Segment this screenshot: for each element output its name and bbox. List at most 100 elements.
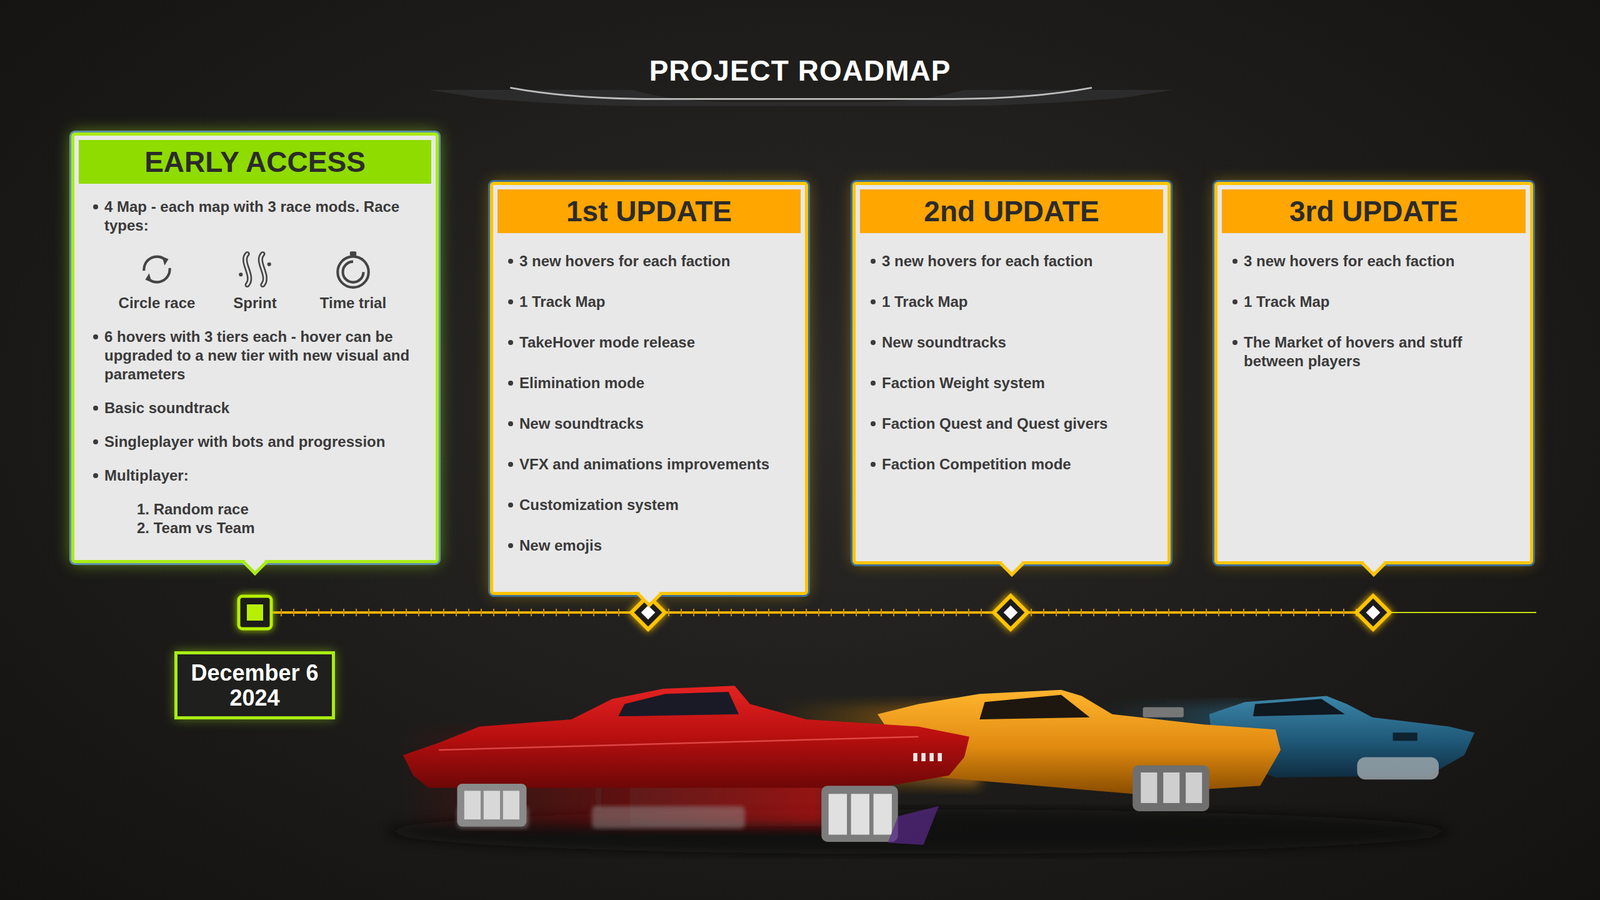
bullet-dot [508,258,514,264]
feature-item: Faction Quest and Quest givers [881,414,1108,434]
timeline-tick [1043,608,1045,617]
timeline-tick [830,608,832,617]
timeline-tick [530,608,532,617]
milestone-card: 1st UPDATE3 new hovers for each faction1… [490,181,809,595]
timeline-tick [743,608,745,617]
timeline-tick [1268,608,1270,617]
bullet-dot [1232,258,1238,264]
bullet-dot [508,461,514,467]
feature-item: 4 Map - each map with 3 race mods. Race … [104,197,421,235]
timeline-tick [1030,608,1032,617]
timeline-tick [293,608,295,617]
timeline-tick [618,608,620,617]
bullet-dot [508,421,514,427]
timeline-tick [430,608,432,617]
timeline-tick [668,608,670,617]
feature-item: Faction Weight system [881,373,1045,393]
date-box: December 6 2024 [174,651,335,720]
timeline-tick [1055,608,1057,617]
milestone-diamond [1356,595,1390,630]
timeline-tick [1293,608,1295,617]
timeline-tick [780,608,782,617]
timeline-tick [480,608,482,617]
feature-item: TakeHover mode release [519,333,695,352]
timeline-tick [893,608,895,617]
feature-item: The Market of hovers and stuff between p… [1243,333,1519,371]
bullet-dot [870,421,876,427]
feature-item: 3 new hovers for each faction [519,251,730,271]
bullet-dot [870,380,876,386]
timeline-tick [943,608,945,617]
timeline-tick [1068,608,1070,617]
timeline-tick [1255,608,1257,617]
race-type-label: Sprint [233,293,277,313]
feature-item: Elimination mode [519,373,645,393]
bullet-dot [870,461,876,467]
timeline-tick [593,608,595,617]
bullet-dot [508,380,514,386]
timeline-tick [330,608,332,617]
timeline-tick [555,608,557,617]
card-pointer [1361,551,1387,577]
feature-item: Faction Competition mode [881,455,1072,474]
timeline-tick [580,608,582,617]
bullet-dot [508,340,514,345]
timeline-tick [980,608,982,617]
timeline-tick [955,608,957,617]
feature-item: 1 Track Map [881,292,968,312]
timeline-tick [1155,608,1157,617]
timeline [238,595,1537,630]
race-type-label: Time trial [320,293,387,313]
timeline-tick [918,608,920,617]
bullet-dot [93,204,99,210]
bullet-dot [870,340,876,345]
hover-cars [387,685,1475,854]
feature-item: 3 new hovers for each faction [1243,251,1455,271]
race-type-icon [136,248,178,290]
timeline-tick [393,608,395,617]
timeline-tick [718,608,720,617]
card-heading: EARLY ACCESS [78,140,432,184]
feature-item: New soundtracks [881,333,1007,352]
timeline-tick [505,608,507,617]
feature-item: VFX and animations improvements [519,455,770,474]
card-heading: 2nd UPDATE [860,189,1164,234]
feature-item: Singleplayer with bots and progression [104,432,385,452]
timeline-tick [1118,608,1120,617]
feature-item: 6 hovers with 3 tiers each - hover can b… [104,327,421,384]
milestone-card: 3rd UPDATE3 new hovers for each faction1… [1214,181,1534,565]
timeline-tick [1280,608,1282,617]
timeline-tick [355,608,357,617]
bullet-dot [93,439,99,445]
timeline-tick [768,608,770,617]
timeline-tick [1318,608,1320,617]
timeline-tick [793,608,795,617]
timeline-tick [1243,608,1245,617]
timeline-tick [968,608,970,617]
milestone-card: EARLY ACCESS 4 Map - each map with 3 race… [71,132,439,564]
bullet-dot [1232,299,1238,305]
timeline-tick [843,608,845,617]
timeline-tick [930,608,932,617]
card-heading: 1st UPDATE [497,189,801,234]
release-date: December 6 2024 [188,660,321,711]
timeline-tick [1168,608,1170,617]
milestone-diamond [993,595,1028,630]
timeline-tick [280,608,282,617]
timeline-tick [1080,608,1082,617]
timeline-tick [868,608,870,617]
timeline-tick [443,608,445,617]
bullet-dot [870,299,876,305]
timeline-tick [1093,608,1095,617]
bullet-dot [1232,340,1238,345]
feature-item: Basic soundtrack [104,398,230,418]
timeline-tick [568,608,570,617]
timeline-tick [1330,608,1332,617]
timeline-tick [343,608,345,617]
timeline-tick [805,608,807,617]
race-type-label: Circle race [118,293,196,313]
timeline-tick [855,608,857,617]
bullet-dot [508,543,514,549]
timeline-tick [705,608,707,617]
timeline-tick [518,608,520,617]
